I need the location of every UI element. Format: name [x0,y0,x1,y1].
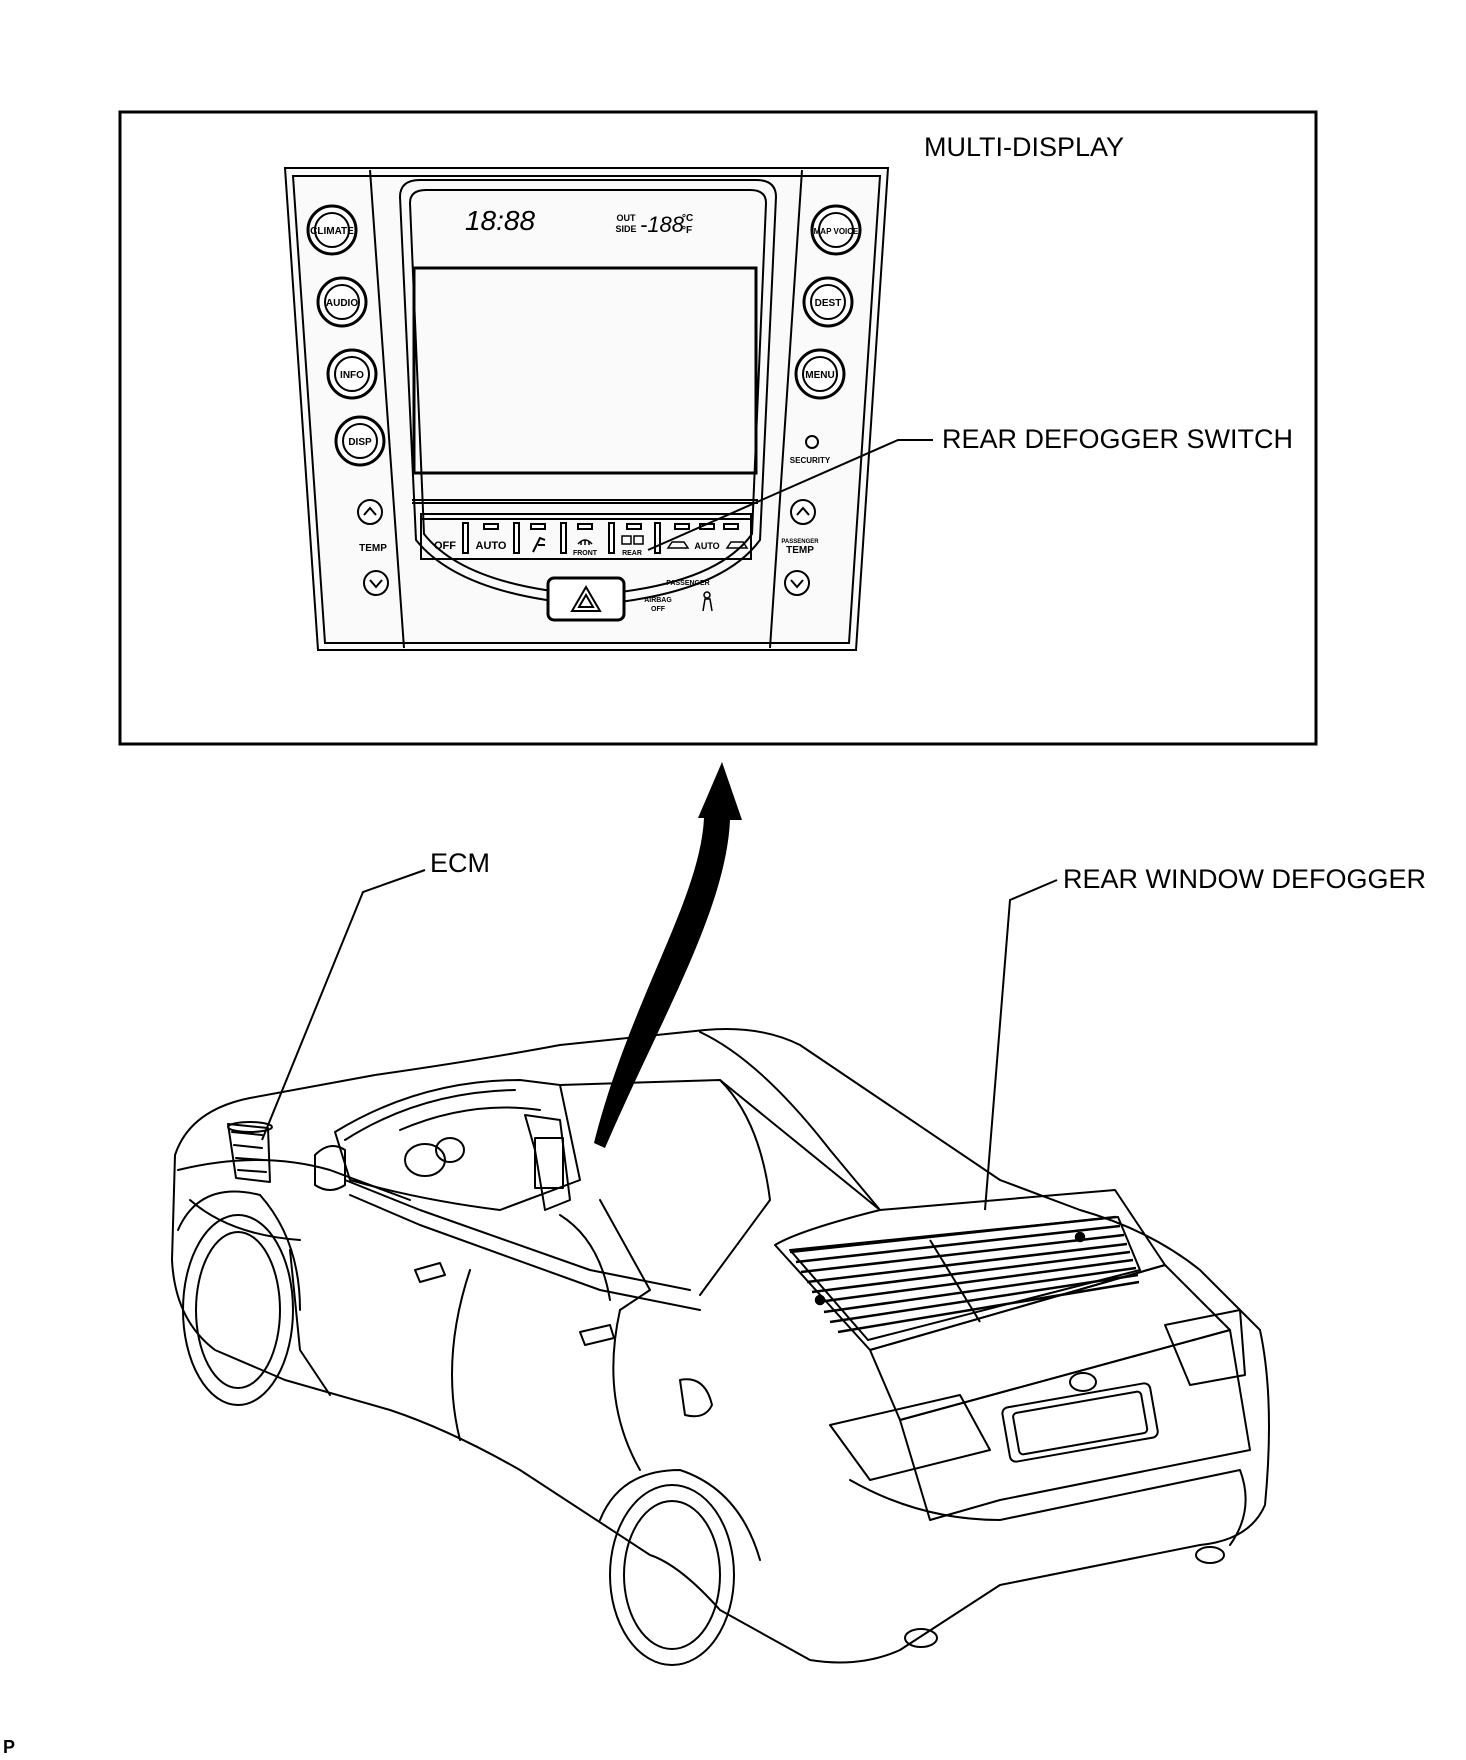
climate-auto-recirc-key[interactable]: AUTO [694,541,719,551]
multi-display-frame [118,110,1318,746]
passenger-airbag-label: PASSENGER [666,580,709,587]
audio-button[interactable]: AUDIO [326,298,358,309]
passenger-temp-label: TEMP [786,545,814,556]
unit-c: °C [682,213,693,224]
front-defroster-key[interactable]: FRONT [573,550,598,557]
hazard-triangle-icon [570,585,602,612]
map-voice-button[interactable]: MAP VOICE [814,227,859,236]
right-button-column [784,204,862,596]
climate-strip-dividers [462,522,739,554]
hazard-button[interactable] [546,576,626,622]
temp-left-label: TEMP [359,543,387,554]
rear-window-defogger-leader [984,879,1058,1211]
vehicle-outline [171,1028,1270,1666]
airbag-label: AIRBAG [644,597,672,604]
rear-defogger-key[interactable]: REAR [622,550,642,557]
unit-f: °F [682,225,692,236]
menu-button[interactable]: MENU [805,370,834,381]
disp-button[interactable]: DISP [348,437,372,448]
corner-code: P [3,1737,16,1757]
front-defroster-icon [577,539,593,545]
rear-window-defogger-grid [789,1215,1140,1334]
left-button-column [306,204,389,596]
display-location-arrow [594,762,742,1148]
fan-mode-icon [532,536,546,553]
clock-readout: 18:88 [465,205,535,236]
seat-occupant-icon [702,591,713,612]
outside-label-1: OUT [617,213,637,223]
outside-label-2: SIDE [615,224,636,234]
security-indicator-label: SECURITY [790,456,831,465]
climate-off-key[interactable]: OFF [434,540,456,552]
rear-defogger-switch-label: REAR DEFOGGER SWITCH [942,424,1294,454]
info-button[interactable]: INFO [340,370,364,381]
recirculation-car-icon [666,541,749,549]
ecm-label: ECM [430,848,490,878]
multi-display-label: MULTI-DISPLAY [924,132,1125,162]
climate-auto-key[interactable]: AUTO [476,540,507,552]
rear-defogger-icon [621,535,644,545]
rear-defogger-switch-leader [647,439,933,551]
passenger-temp-top-label: PASSENGER [781,539,819,545]
outside-temp-readout: -188 [640,212,685,237]
dest-button[interactable]: DEST [815,298,842,309]
climate-button[interactable]: CLIMATE [310,226,354,237]
airbag-off-label: OFF [651,606,666,613]
ecm-leader [261,869,426,1141]
rear-window-defogger-label: REAR WINDOW DEFOGGER [1063,864,1426,894]
